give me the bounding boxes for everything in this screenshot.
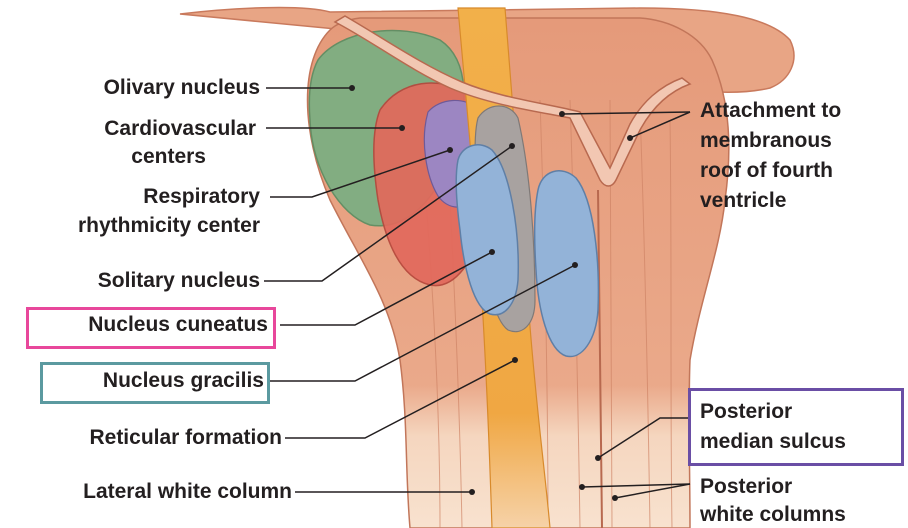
label-attachment-line4: ventricle <box>700 188 786 214</box>
label-cardiovascular-centers-line1: Cardiovascular <box>104 116 256 142</box>
label-posterior-median-sulcus-line1: Posterior <box>700 399 792 425</box>
label-posterior-white-columns-line2: white columns <box>700 502 846 528</box>
label-solitary-nucleus: Solitary nucleus <box>98 268 260 294</box>
label-respiratory-line1: Respiratory <box>143 184 260 210</box>
label-nucleus-gracilis: Nucleus gracilis <box>103 368 264 394</box>
label-cardiovascular-centers-line2: centers <box>131 144 206 170</box>
label-olivary-nucleus: Olivary nucleus <box>104 75 260 101</box>
label-attachment-line1: Attachment to <box>700 98 841 124</box>
label-reticular-formation: Reticular formation <box>89 425 282 451</box>
label-attachment-line2: membranous <box>700 128 832 154</box>
label-lateral-white-column: Lateral white column <box>83 479 292 505</box>
label-respiratory-line2: rhythmicity center <box>78 213 260 239</box>
label-posterior-white-columns-line1: Posterior <box>700 474 792 500</box>
label-attachment-line3: roof of fourth <box>700 158 833 184</box>
label-posterior-median-sulcus-line2: median sulcus <box>700 429 846 455</box>
label-nucleus-cuneatus: Nucleus cuneatus <box>88 312 268 338</box>
